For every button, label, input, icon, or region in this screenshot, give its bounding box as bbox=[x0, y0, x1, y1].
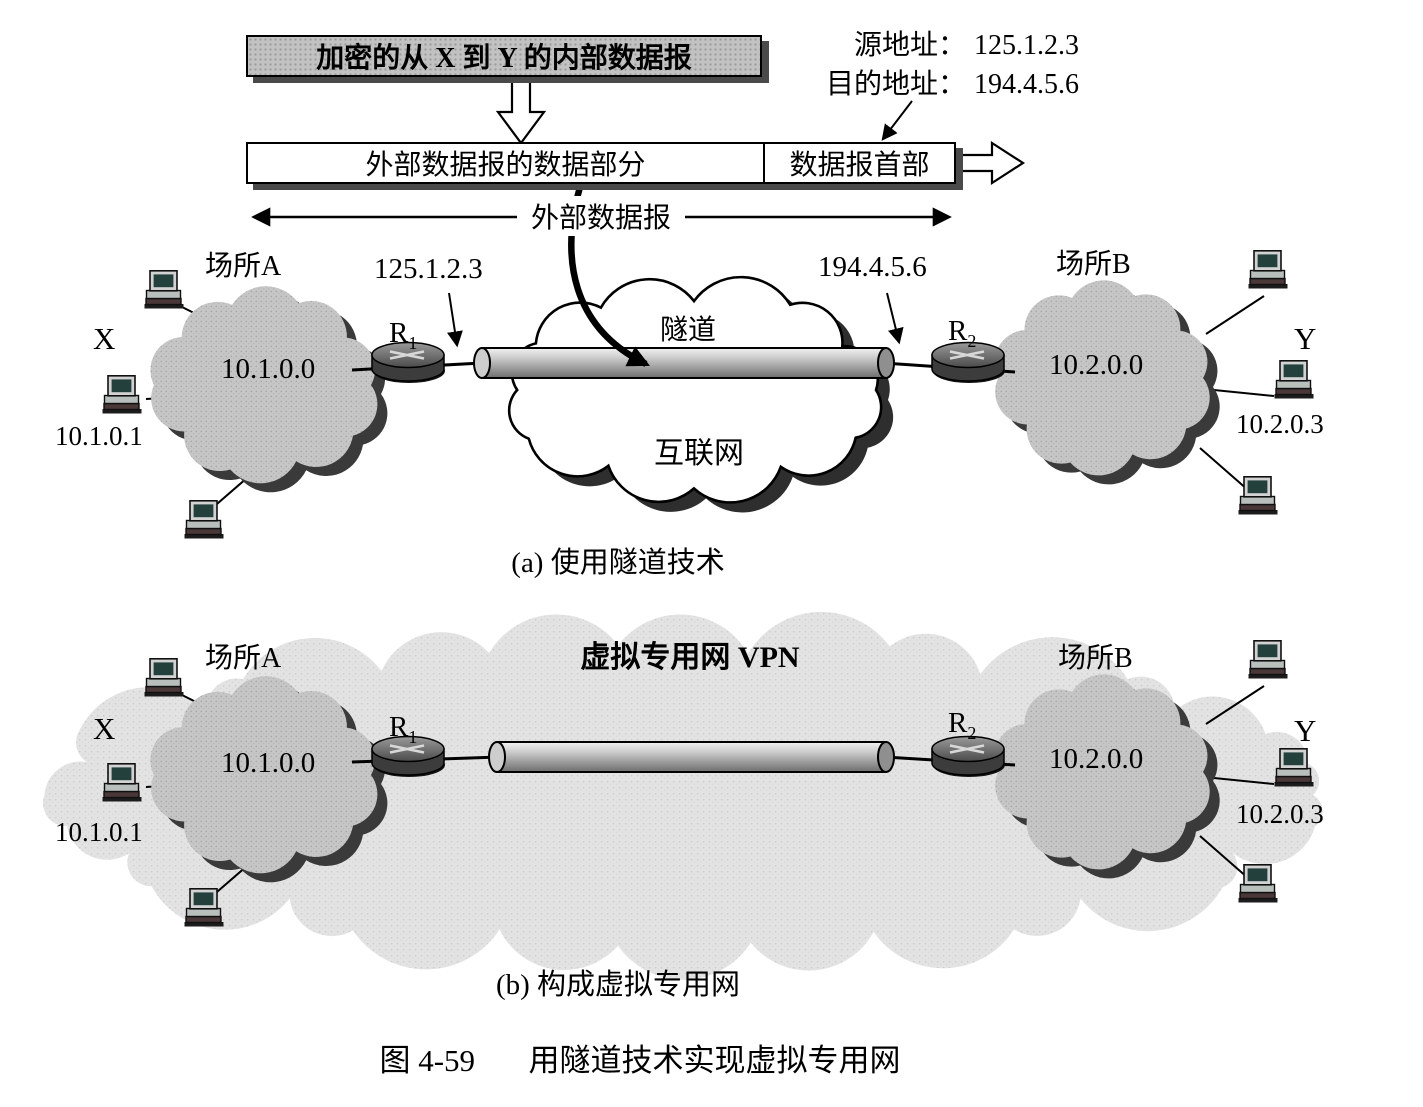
network-b-label-b: 10.2.0.0 bbox=[1049, 743, 1144, 775]
send-right-arrow-icon bbox=[956, 140, 1026, 186]
pc-icon-a-top-left-b bbox=[143, 658, 185, 698]
site-a-cloud-b bbox=[150, 676, 388, 883]
outer-span-label-wrap: 外部数据报 bbox=[246, 196, 956, 236]
outer-datagram-bar: 外部数据报的数据部分 数据报首部 bbox=[246, 142, 956, 184]
router2-label-a: R2 bbox=[948, 315, 977, 351]
dest-address-value: 194.4.5.6 bbox=[974, 69, 1080, 100]
encapsulate-down-arrow-icon bbox=[495, 78, 547, 145]
figure-number: 图 4-59 bbox=[379, 1043, 476, 1078]
inner-datagram-label: 加密的从 X 到 Y 的内部数据报 bbox=[316, 43, 692, 74]
internet-label: 互联网 bbox=[654, 437, 744, 470]
vpn-label: 虚拟专用网 VPN bbox=[580, 641, 800, 674]
pc-icon-a-bottom-left bbox=[183, 500, 225, 540]
dest-address-label: 目的地址： bbox=[826, 69, 967, 100]
router1-label-b: R1 bbox=[389, 711, 418, 747]
internet-cloud bbox=[507, 275, 894, 513]
host-y-label-b: Y bbox=[1294, 713, 1317, 748]
pc-icon-host-x-a bbox=[101, 375, 143, 415]
router1-ip-pointer-arrow bbox=[447, 292, 463, 348]
outer-data-label: 外部数据报的数据部分 bbox=[365, 150, 646, 181]
pc-icon-a-bottom-left-b bbox=[183, 888, 225, 928]
site-b-cloud-a bbox=[994, 280, 1220, 485]
pc-icon-b-top-right bbox=[1247, 250, 1289, 290]
network-a-label-a: 10.1.0.0 bbox=[221, 353, 316, 385]
router1-ip-label: 125.1.2.3 bbox=[374, 253, 483, 285]
host-y-ip-label-a: 10.2.0.3 bbox=[1236, 409, 1324, 439]
site-b-label-a: 场所B bbox=[1056, 249, 1131, 280]
tunnel-tube-b bbox=[488, 741, 895, 773]
host-x-ip-label-a: 10.1.0.1 bbox=[55, 421, 143, 451]
outer-span-label: 外部数据报 bbox=[516, 196, 685, 236]
router1-label-a: R1 bbox=[389, 317, 418, 353]
inner-datagram-box: 加密的从 X 到 Y 的内部数据报 bbox=[246, 35, 762, 77]
outer-header-addresses: 源地址： 125.1.2.3 目的地址： 194.4.5.6 bbox=[826, 26, 1079, 104]
pc-icon-host-y-a bbox=[1273, 360, 1315, 400]
site-a-label-b: 场所A bbox=[205, 643, 282, 674]
site-a-label-a: 场所A bbox=[205, 251, 282, 282]
caption-a: (a) 使用隧道技术 bbox=[511, 547, 725, 579]
figure-title: 用隧道技术实现虚拟专用网 bbox=[528, 1043, 901, 1078]
source-address-label: 源地址： bbox=[854, 30, 967, 61]
caption-b: (b) 构成虚拟专用网 bbox=[495, 969, 741, 1001]
host-x-label-b: X bbox=[93, 711, 116, 746]
pc-icon-b-top-right-b bbox=[1247, 640, 1289, 680]
source-address-value: 125.1.2.3 bbox=[974, 30, 1080, 61]
site-b-cloud-b bbox=[994, 674, 1220, 879]
pc-icon-a-top-left bbox=[143, 270, 185, 310]
pc-icon-host-x-b bbox=[101, 763, 143, 803]
router2-label-b: R2 bbox=[948, 707, 977, 743]
host-y-label-a: Y bbox=[1294, 321, 1317, 356]
header-address-pointer-arrow bbox=[881, 100, 913, 141]
site-b-label-b: 场所B bbox=[1058, 643, 1133, 674]
outer-datagram-header-part: 数据报首部 bbox=[765, 142, 956, 184]
tunnel-label: 隧道 bbox=[660, 315, 717, 346]
network-a-label-b: 10.1.0.0 bbox=[221, 747, 316, 779]
pc-icon-b-bottom-right-b bbox=[1237, 864, 1279, 904]
host-y-ip-label-b: 10.2.0.3 bbox=[1236, 799, 1324, 829]
network-b-label-a: 10.2.0.0 bbox=[1049, 349, 1144, 381]
site-a-cloud-a bbox=[150, 286, 388, 493]
outer-datagram-data-part: 外部数据报的数据部分 bbox=[246, 142, 765, 184]
router2-ip-pointer-arrow bbox=[886, 292, 904, 345]
router2-ip-label: 194.4.5.6 bbox=[818, 251, 927, 283]
host-x-ip-label-b: 10.1.0.1 bbox=[55, 817, 143, 847]
vpn-region-blob bbox=[42, 611, 1323, 980]
host-x-label-a: X bbox=[93, 321, 116, 356]
pc-icon-b-bottom-right bbox=[1237, 476, 1279, 516]
pc-icon-host-y-b bbox=[1273, 748, 1315, 788]
tunnel-tube-a bbox=[473, 347, 895, 379]
outer-header-label: 数据报首部 bbox=[789, 150, 930, 181]
figure-caption: 图 4-59 用隧道技术实现虚拟专用网 bbox=[320, 1042, 960, 1079]
